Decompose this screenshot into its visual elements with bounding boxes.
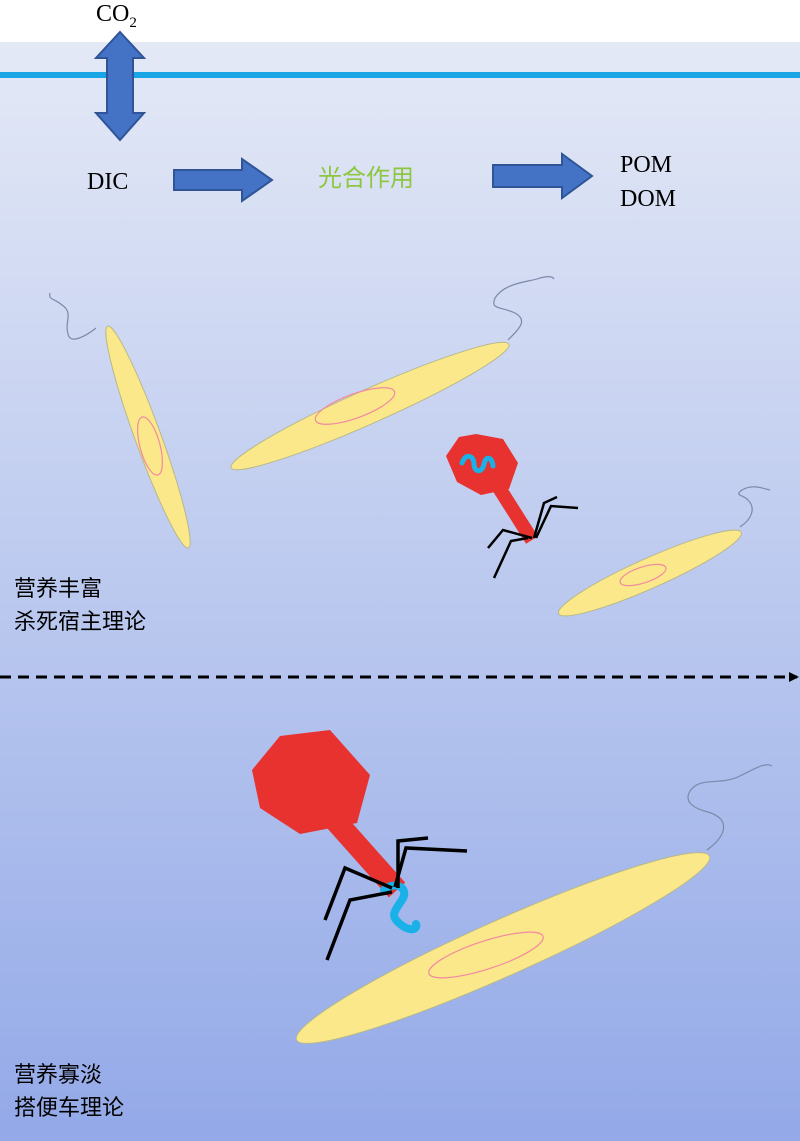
flagellum-2 [493,276,555,341]
algal-cell-2 [230,276,555,471]
lower-panel-nutrient-label: 营养寡淡 [14,1063,103,1088]
upper-panel-theory-label: 杀死宿主理论 [14,610,147,635]
upper-panel-nutrient-label: 营养丰富 [14,577,103,602]
dom-label: DOM [620,186,677,212]
flow-arrow-products [492,152,594,200]
photosynthesis-label: 光合作用 [318,164,414,192]
pom-label: POM [620,152,673,178]
bacteriophage-2 [252,730,468,961]
flagellum-3 [738,486,771,528]
flagellum-1 [49,292,97,340]
bacteriophage-1 [446,434,579,579]
co2-label-base: CO [96,1,130,27]
algal-cell-3 [557,486,771,617]
flagellum-4 [687,764,773,851]
viral-dna-2 [380,881,421,934]
tail-fibers-1 [487,495,579,579]
co2-label-subscript: 2 [129,14,137,31]
water-body [0,42,800,1141]
algal-cell-1 [49,292,191,549]
dic-label: DIC [87,169,129,195]
flow-arrow-dic [173,157,274,203]
algal-cell-4 [295,764,773,1044]
viral-dna-1 [459,453,496,474]
tail-fibers-2 [323,836,468,961]
lower-panel-theory-label: 搭便车理论 [14,1096,125,1121]
exchange-double-arrow [93,30,147,142]
co2-label: CO2 [96,2,137,31]
